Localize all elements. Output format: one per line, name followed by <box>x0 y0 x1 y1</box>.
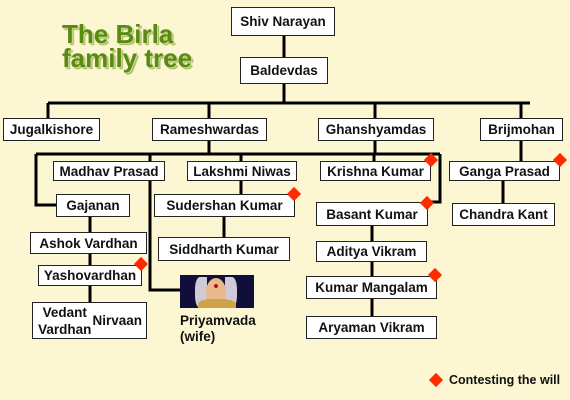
node-basant-kumar: Basant Kumar <box>316 202 428 226</box>
node-aryaman-vikram: Aryaman Vikram <box>306 316 437 339</box>
node-baldevdas: Baldevdas <box>240 57 328 84</box>
node-yashovardhan: Yashovardhan <box>38 265 142 286</box>
vedant-line-2: Nirvaan <box>92 313 142 328</box>
legend-label: Contesting the will <box>449 373 561 387</box>
line-madhav-to-priyamvada <box>148 181 180 292</box>
title-line-2: family tree <box>62 43 193 73</box>
caption-relation: (wife) <box>180 329 216 344</box>
node-rameshwardas: Rameshwardas <box>152 118 267 141</box>
node-krishna-kumar: Krishna Kumar <box>320 161 431 181</box>
node-ashok-vardhan: Ashok Vardhan <box>30 232 147 254</box>
priyamvada-photo <box>180 275 254 308</box>
node-ganga-prasad: Ganga Prasad <box>449 161 560 181</box>
vedant-line-1: Vedant Vardhan <box>38 304 92 337</box>
node-gajanan: Gajanan <box>56 194 130 217</box>
node-brijmohan: Brijmohan <box>480 118 563 141</box>
node-kumar-mangalam: Kumar Mangalam <box>306 276 437 299</box>
priyamvada-caption: Priyamvada (wife) <box>180 313 256 345</box>
caption-name: Priyamvada <box>180 313 256 328</box>
node-vedant-vardhan-nirvaan: Vedant Vardhan Nirvaan <box>32 302 147 339</box>
node-aditya-vikram: Aditya Vikram <box>316 241 427 262</box>
node-chandra-kant: Chandra Kant <box>452 203 555 226</box>
line-to-gajanan <box>34 154 56 207</box>
node-siddharth-kumar: Siddharth Kumar <box>158 237 290 261</box>
diagram-title: The Birla family tree <box>62 19 193 73</box>
node-lakshmi-niwas: Lakshmi Niwas <box>187 161 297 181</box>
node-sudershan-kumar: Sudershan Kumar <box>154 194 295 217</box>
node-madhav-prasad: Madhav Prasad <box>53 161 165 181</box>
node-shiv-narayan: Shiv Narayan <box>231 7 335 36</box>
node-jugalkishore: Jugalkishore <box>3 118 100 141</box>
node-ghanshyamdas: Ghanshyamdas <box>318 118 434 141</box>
title-line-1: The Birla <box>62 19 174 49</box>
